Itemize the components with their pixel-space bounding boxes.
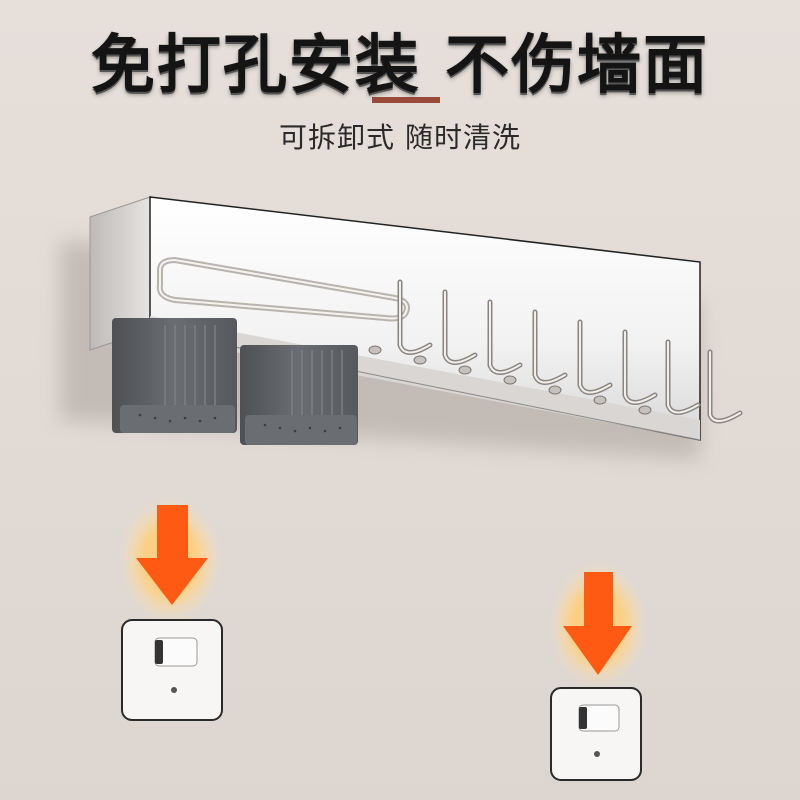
towel-bar-icon [156, 256, 410, 322]
drain-cup-2 [240, 345, 358, 445]
divider-bar [372, 97, 440, 103]
adhesive-plate-left [121, 619, 223, 721]
adhesive-plate-right [550, 687, 642, 781]
arrow-down-icon-right [550, 563, 646, 687]
headline: 免打孔安装 不伤墙面 [90, 29, 710, 103]
hooks-highlight [399, 281, 741, 422]
arrow-down-icon-left [120, 498, 220, 622]
subheadline: 可拆卸式 随时清洗 [279, 121, 521, 154]
drain-cup-1 [112, 318, 237, 433]
small-hooks [368, 345, 652, 415]
